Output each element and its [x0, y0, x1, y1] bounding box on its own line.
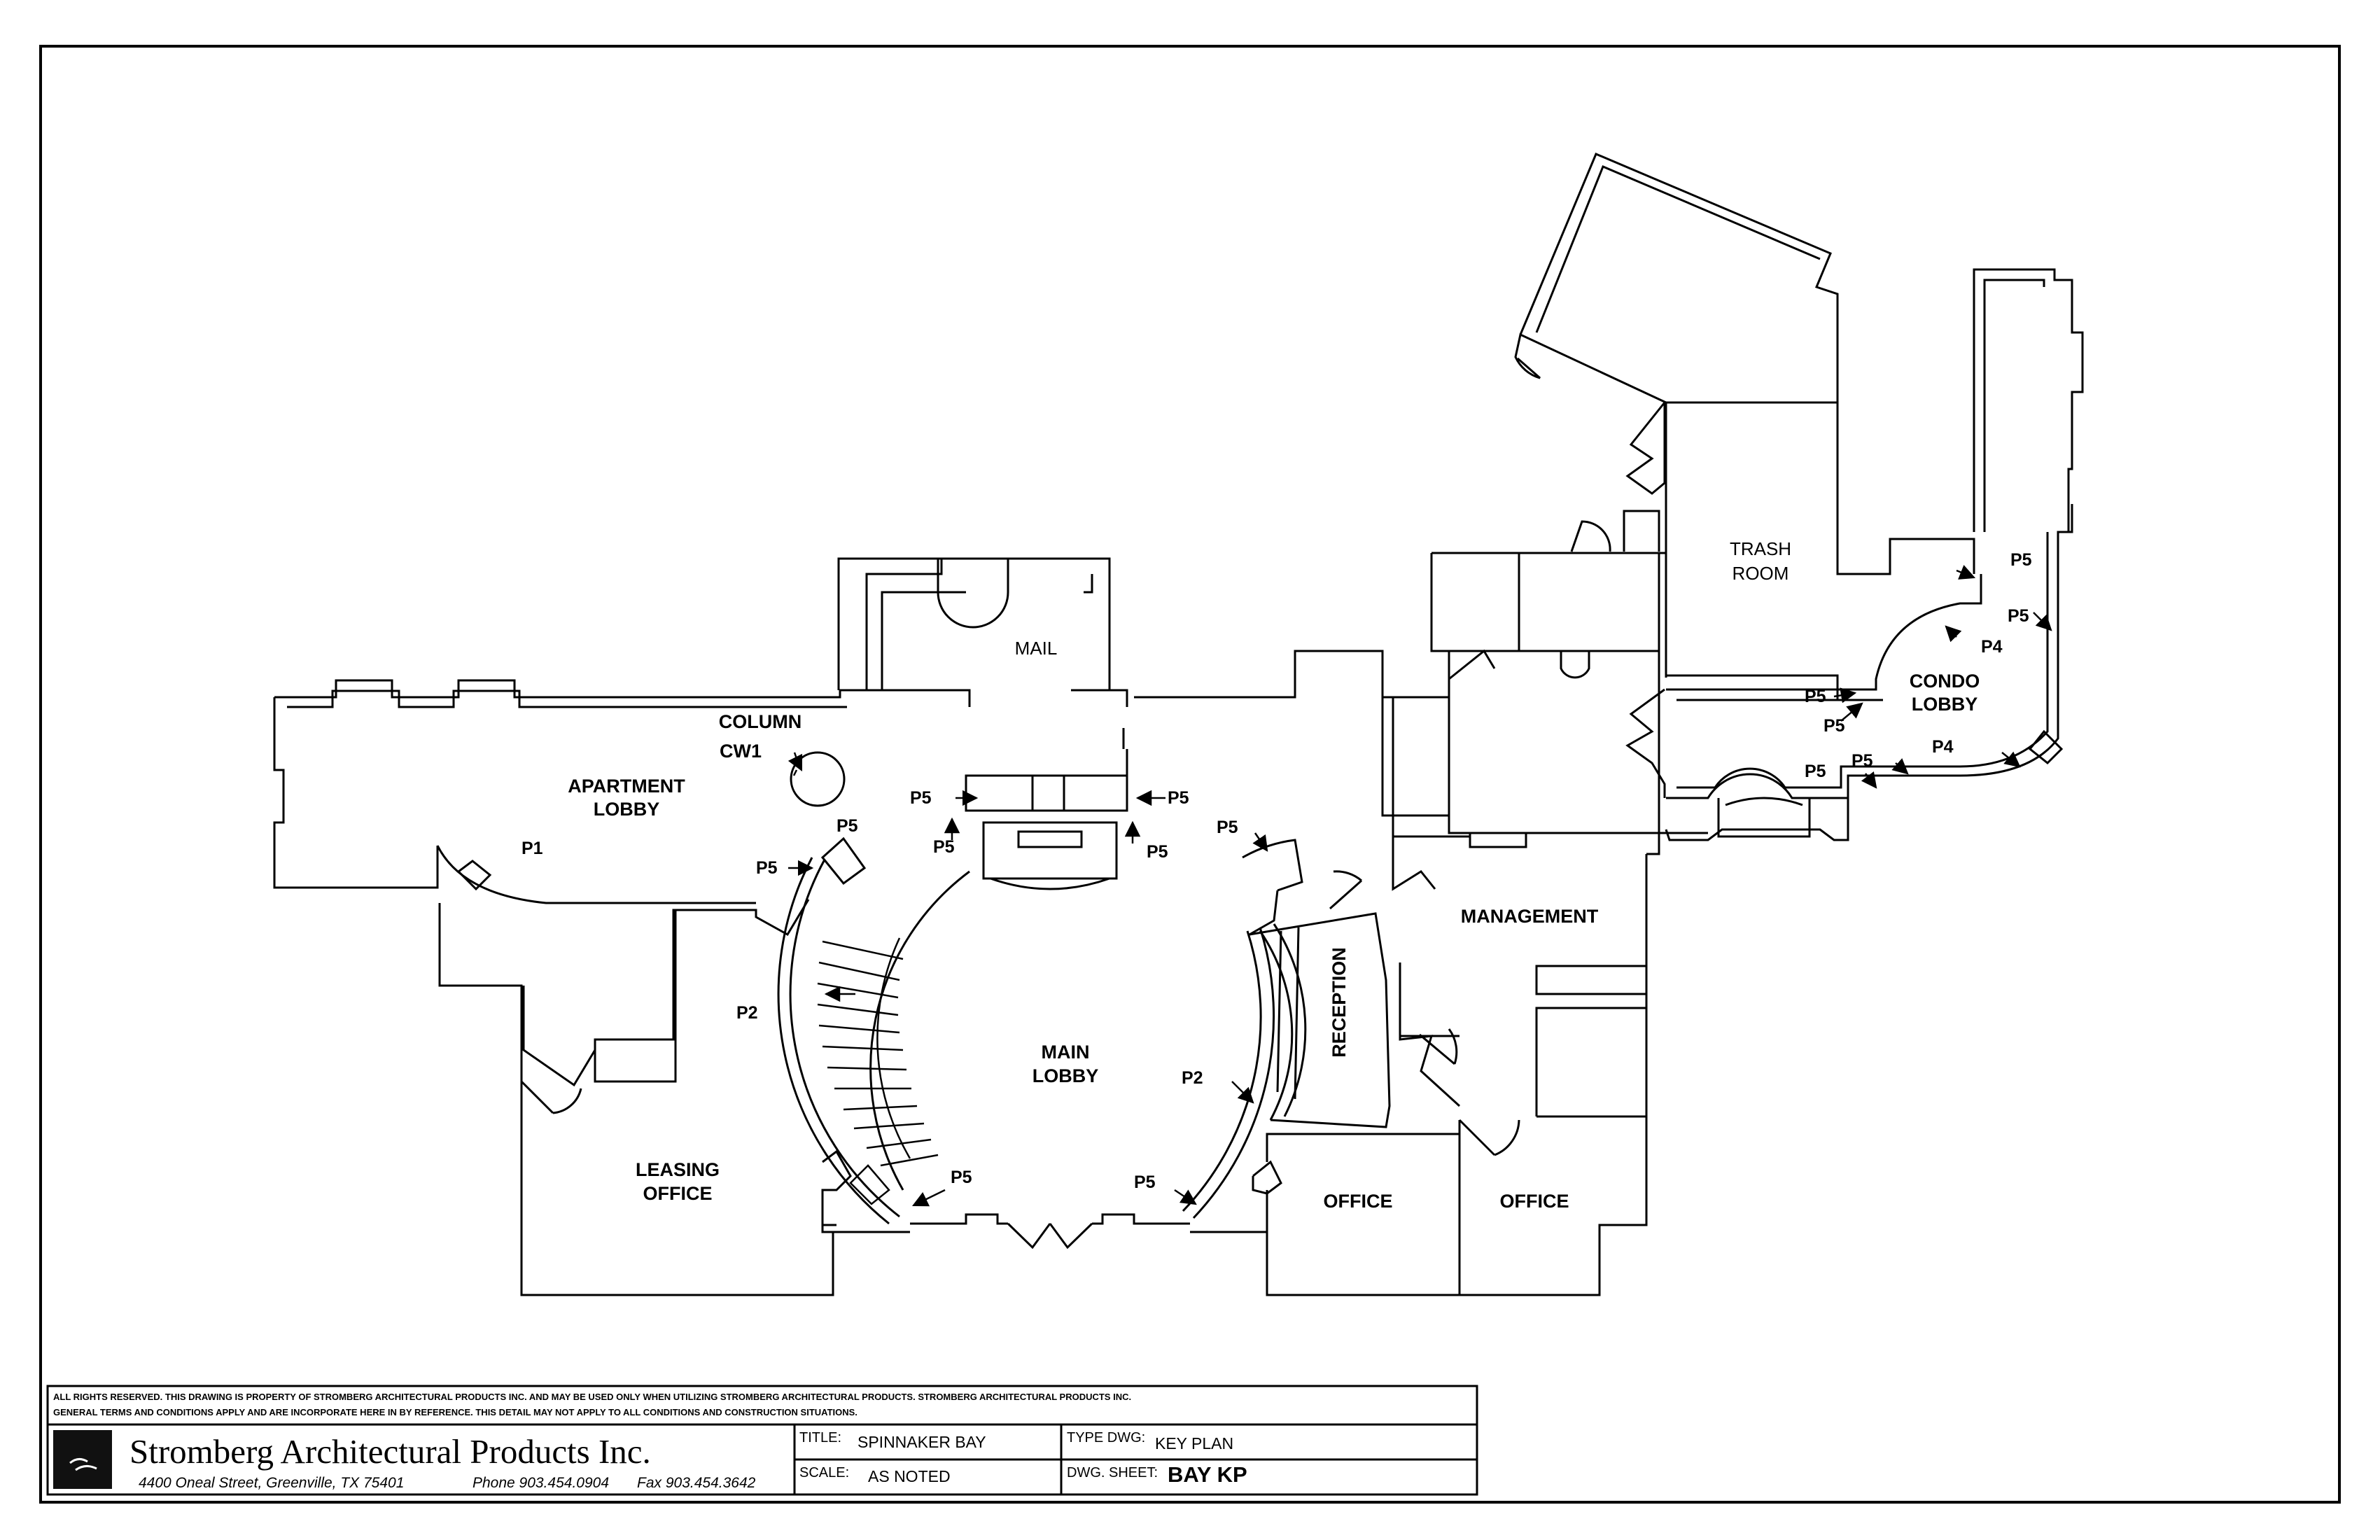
title-value: SPINNAKER BAY — [858, 1433, 986, 1451]
wall-main-lobby-right-curve — [1192, 927, 1275, 1219]
wall-corridor-top — [1134, 650, 1394, 836]
label-mail: MAIL — [1015, 638, 1058, 659]
dwg-sheet-label: DWG. SHEET: — [1067, 1465, 1158, 1480]
type-dwg-value: KEY PLAN — [1155, 1434, 1233, 1452]
wall-service-block — [1381, 552, 1666, 834]
label-reception: RECEPTION — [1329, 947, 1350, 1058]
wall-condo-lobby — [1656, 504, 2073, 841]
wall-management — [1392, 832, 1660, 1107]
label-trash-room-2: ROOM — [1732, 563, 1789, 584]
tag-p5-condo-right: P5 — [2008, 606, 2029, 626]
wall-apartment-lobby — [273, 679, 969, 904]
disclaimer-line-1: ALL RIGHTS RESERVED. THIS DRAWING IS PRO… — [53, 1392, 1131, 1402]
tag-p5-vestibule-left-lower: P5 — [933, 837, 955, 857]
tag-p5-stair-top: P5 — [836, 816, 858, 836]
label-trash-room-1: TRASH — [1730, 538, 1791, 559]
zigzag-wall-upper — [1625, 402, 1666, 495]
door-leasing-office — [520, 1080, 582, 1114]
vestibule — [965, 774, 1128, 890]
company-fax: Fax 903.454.3642 — [637, 1475, 756, 1491]
tag-p5-entry-left: P5 — [951, 1168, 972, 1187]
tag-p5-vestibule-left: P5 — [910, 788, 932, 808]
type-dwg-label: TYPE DWG: — [1067, 1430, 1145, 1446]
floor-plan — [273, 153, 2084, 1296]
company-name: Stromberg Architectural Products Inc. — [130, 1432, 651, 1471]
label-main-lobby-2: LOBBY — [1032, 1065, 1099, 1086]
title-label: TITLE: — [799, 1430, 841, 1446]
material-tags: P1 P5 P5 P5 P5 P5 P5 P5 P2 P2 P5 P5 P5 P… — [522, 550, 2032, 1192]
wall-main-lobby-left-curve — [777, 857, 890, 1225]
label-apartment-lobby-2: LOBBY — [594, 799, 660, 820]
tag-p2-right: P2 — [1182, 1068, 1203, 1088]
wall-main-lobby-arc — [869, 870, 970, 1191]
sheet-border — [39, 45, 2341, 1504]
wall-main-lobby-right-curve-inner — [1182, 930, 1262, 1212]
main-entry-doors — [833, 1213, 1267, 1250]
wall-east-tower — [1973, 268, 2084, 532]
door-reception — [1329, 870, 1362, 910]
tag-p5-vestibule-right-lower: P5 — [1147, 842, 1168, 862]
tag-p5-condo-top: P5 — [2010, 550, 2032, 570]
door-office-right — [1458, 1119, 1520, 1156]
mail-alcove — [937, 559, 1009, 629]
scale-label: SCALE: — [799, 1465, 849, 1480]
room-labels: MAIL COLUMN CW1 APARTMENT LOBBY TRASH RO… — [568, 538, 1980, 1212]
title-block-frame — [46, 1385, 1478, 1496]
condo-curve-lower — [2028, 729, 2064, 765]
angled-wing-inner — [1535, 165, 1821, 333]
tag-p5-condo-left-2: P5 — [1823, 716, 1845, 736]
tag-p5-condo-bottom-2: P5 — [1805, 762, 1826, 781]
management-doors — [1419, 833, 1527, 1065]
company-logo-mark — [69, 1458, 97, 1471]
wall-reception — [1242, 839, 1391, 1128]
label-leasing-office-2: OFFICE — [643, 1183, 713, 1204]
title-block: ALL RIGHTS RESERVED. THIS DRAWING IS PRO… — [46, 1385, 1478, 1496]
tag-p4-condo-top: P4 — [1981, 637, 2003, 657]
wall-trash-room — [1514, 153, 1975, 700]
label-condo-lobby-1: CONDO — [1910, 671, 1980, 692]
label-leasing-office-1: LEASING — [636, 1159, 720, 1180]
wall-office-left — [1252, 1133, 1461, 1296]
wall-apartment-lobby-inner — [287, 690, 847, 708]
label-apartment-lobby-1: APARTMENT — [568, 776, 685, 797]
tag-p5-entry-right: P5 — [1134, 1172, 1156, 1192]
tag-p5-condo-left-1: P5 — [1805, 687, 1826, 706]
tag-p1: P1 — [522, 839, 543, 858]
tag-p5-condo-bottom-1: P5 — [1851, 751, 1873, 771]
tag-p4-condo-bottom: P4 — [1932, 737, 1954, 757]
tag-p5-vestibule-right: P5 — [1168, 788, 1189, 808]
label-office-left: OFFICE — [1324, 1191, 1393, 1212]
column-cw1 — [790, 751, 846, 807]
apartment-column-post — [456, 860, 492, 891]
tag-leaders — [788, 565, 2052, 1207]
tag-p2-left: P2 — [736, 1003, 758, 1023]
tag-p5-stair-left: P5 — [756, 858, 778, 878]
disclaimer-line-2: GENERAL TERMS AND CONDITIONS APPLY AND A… — [53, 1407, 858, 1418]
zigzag-wall-lower — [1625, 688, 1666, 798]
grand-staircase — [817, 937, 939, 1205]
label-main-lobby-1: MAIN — [1042, 1042, 1090, 1063]
stair-landing — [820, 836, 867, 886]
wall-office-right — [1458, 854, 1648, 1296]
tag-p5-reception: P5 — [1217, 818, 1238, 837]
dwg-sheet-value: BAY KP — [1168, 1462, 1247, 1487]
label-cw1: CW1 — [720, 741, 762, 762]
label-management: MANAGEMENT — [1461, 906, 1599, 927]
label-office-right: OFFICE — [1500, 1191, 1569, 1212]
condo-lobby-window — [1717, 797, 1811, 838]
wall-mail-room — [837, 557, 1128, 707]
wall-leasing-office — [438, 899, 834, 1296]
wall-lower-left-lobby — [821, 1149, 852, 1226]
label-condo-lobby-2: LOBBY — [1912, 694, 1978, 715]
wall-main-lobby-left-curve-inner — [789, 859, 900, 1218]
vestibule-posts — [965, 728, 1128, 811]
reception-desk-arc — [1259, 923, 1307, 1121]
label-column: COLUMN — [719, 711, 802, 732]
company-phone: Phone 903.454.0904 — [472, 1475, 609, 1491]
door-service-upper — [1570, 510, 1660, 552]
company-address: 4400 Oneal Street, Greenville, TX 75401 — [139, 1475, 404, 1491]
scale-value: AS NOTED — [868, 1467, 951, 1485]
